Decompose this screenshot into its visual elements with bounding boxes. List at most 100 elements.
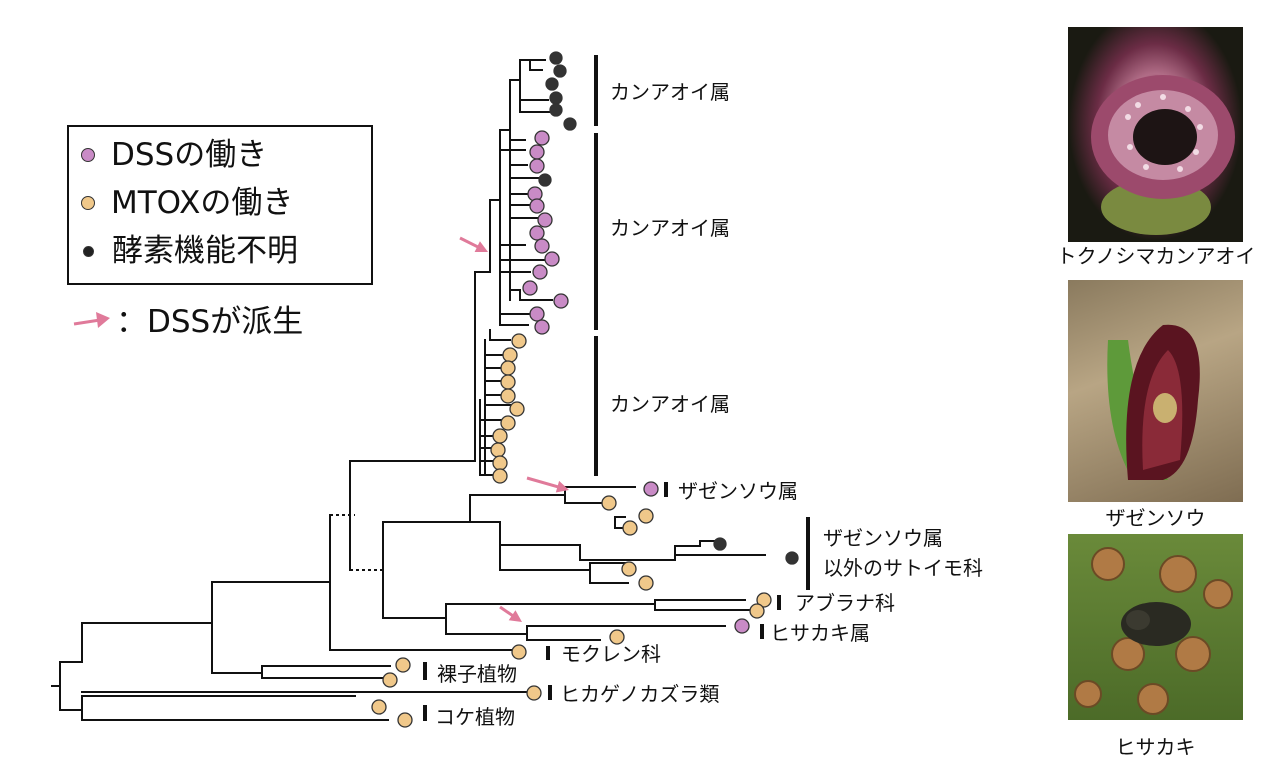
leaf-marker-dss	[529, 198, 545, 214]
leaf-marker-unknown	[563, 117, 577, 131]
leaf-marker-mtox	[492, 455, 508, 471]
leaf-marker-unknown	[549, 103, 563, 117]
mtox-dot-icon	[81, 196, 95, 210]
clade-label-other-araceae-2: 以外のサトイモ科	[823, 556, 983, 580]
leaf-marker-dss	[537, 212, 553, 228]
leaf-marker-mtox	[638, 575, 654, 591]
tree-branches	[51, 59, 766, 721]
leaf-marker-dss	[522, 280, 538, 296]
leaf-marker-mtox	[371, 699, 387, 715]
leaf-marker-unknown	[713, 537, 727, 551]
leaf-marker-mtox	[500, 415, 516, 431]
asarum-clade2d	[499, 299, 531, 326]
leaf-marker-dss	[544, 251, 560, 267]
leaf-marker-mtox	[492, 428, 508, 444]
legend-arrow-item: ：DSSが派生	[72, 300, 303, 344]
other-araceae-sub1	[499, 544, 629, 584]
asarum-photo	[1068, 27, 1243, 242]
leaf-marker-dss	[529, 306, 545, 322]
legend-item-mtox: MTOXの働き	[81, 183, 293, 223]
eurya-photo	[1068, 534, 1243, 720]
leaf-markers	[371, 51, 799, 728]
leaf-marker-unknown	[545, 77, 559, 91]
asarum-clade3b	[479, 394, 513, 476]
leaf-marker-mtox	[622, 520, 638, 536]
dss-origin-arrow	[526, 476, 569, 493]
leaf-marker-mtox	[609, 629, 625, 645]
symplocarpus-photo	[1068, 280, 1243, 502]
clade-label-eurya: ヒサカキ属	[770, 621, 870, 645]
leaf-marker-mtox	[397, 712, 413, 728]
root-branch	[51, 581, 213, 687]
leaf-marker-mtox	[500, 388, 516, 404]
leaf-marker-dss	[529, 144, 545, 160]
arrow-shaft	[526, 476, 562, 490]
legend-dss-label: DSSの働き	[111, 137, 268, 173]
clade-bars	[423, 55, 810, 721]
clade-label-asarum-2: カンアオイ属	[610, 216, 730, 240]
legend-box: DSSの働き MTOXの働き 酵素機能不明	[67, 125, 373, 285]
leaf-marker-unknown	[538, 173, 552, 187]
dashed-branches	[330, 514, 383, 571]
leaf-marker-mtox	[492, 468, 508, 484]
legend-item-unknown: 酵素機能不明	[81, 231, 298, 271]
leaf-marker-mtox	[509, 401, 525, 417]
leaf-marker-dss	[534, 130, 550, 146]
clade-label-brassicaceae: アブラナ科	[795, 591, 895, 615]
leaf-marker-mtox	[621, 561, 637, 577]
clade-label-lycophytes: ヒカゲノカズラ類	[560, 682, 720, 706]
leaf-marker-unknown	[549, 91, 563, 105]
pink-arrow-icon	[73, 312, 110, 328]
leaf-marker-dss	[532, 264, 548, 280]
eurya-photo-caption: ヒサカキ	[1115, 735, 1196, 759]
arrow-head	[555, 480, 569, 493]
asarum-clade3	[484, 329, 511, 382]
leaf-marker-dss	[643, 481, 659, 497]
asarum-stem	[349, 460, 476, 571]
eurya-flower-image	[1074, 547, 1233, 715]
other-araceae-sub2	[579, 540, 766, 561]
clade-label-gymnosperms: 裸子植物	[437, 662, 517, 686]
asarum-flower-image	[1091, 75, 1235, 235]
clade-label-asarum-3: カンアオイ属	[610, 392, 730, 416]
leaf-marker-mtox	[490, 442, 506, 458]
leaf-marker-mtox	[500, 360, 516, 376]
legend-unknown-label: 酵素機能不明	[112, 233, 298, 269]
arrow-head	[474, 241, 488, 252]
dashed-connector	[330, 514, 383, 571]
leaf-marker-mtox	[511, 333, 527, 349]
leaf-marker-unknown	[553, 64, 567, 78]
eurya-branch	[445, 617, 726, 641]
arrow-head	[508, 610, 522, 622]
clade-label-bryophytes: コケ植物	[435, 705, 515, 729]
clade-label-other-araceae-1: ザゼンソウ属	[823, 526, 943, 550]
araceae-stem	[382, 494, 471, 571]
leaf-marker-mtox	[526, 685, 542, 701]
other-araceae-sub3	[614, 516, 627, 529]
unknown-dot-icon	[83, 245, 94, 257]
asarum-clade1	[519, 59, 561, 113]
asarum-clade2	[499, 129, 528, 166]
leaf-marker-mtox	[638, 508, 654, 524]
leaf-marker-dss	[553, 293, 569, 309]
legend-item-dss: DSSの働き	[81, 135, 267, 175]
asarum-verticals	[479, 129, 511, 476]
leaf-marker-dss	[534, 238, 550, 254]
leaf-marker-mtox	[382, 672, 398, 688]
leaf-marker-mtox	[502, 347, 518, 363]
gymnosperm-branch	[211, 581, 391, 679]
eurya-stem	[382, 569, 447, 619]
clade-label-asarum-1: カンアオイ属	[610, 80, 730, 104]
dss-origin-arrows	[459, 236, 569, 622]
other-araceae-stem	[469, 494, 581, 546]
bryophyte-branch	[59, 661, 389, 721]
leaf-marker-dss	[529, 225, 545, 241]
leaf-marker-unknown	[785, 551, 799, 565]
dss-origin-arrow	[499, 605, 522, 622]
leaf-marker-mtox	[395, 657, 411, 673]
asarum-clade2b	[509, 177, 541, 219]
brassica-branch	[445, 599, 754, 619]
clade-label-magnoliaceae: モクレン科	[561, 642, 661, 666]
leaf-marker-mtox	[749, 603, 765, 619]
leaf-marker-dss	[529, 158, 545, 174]
